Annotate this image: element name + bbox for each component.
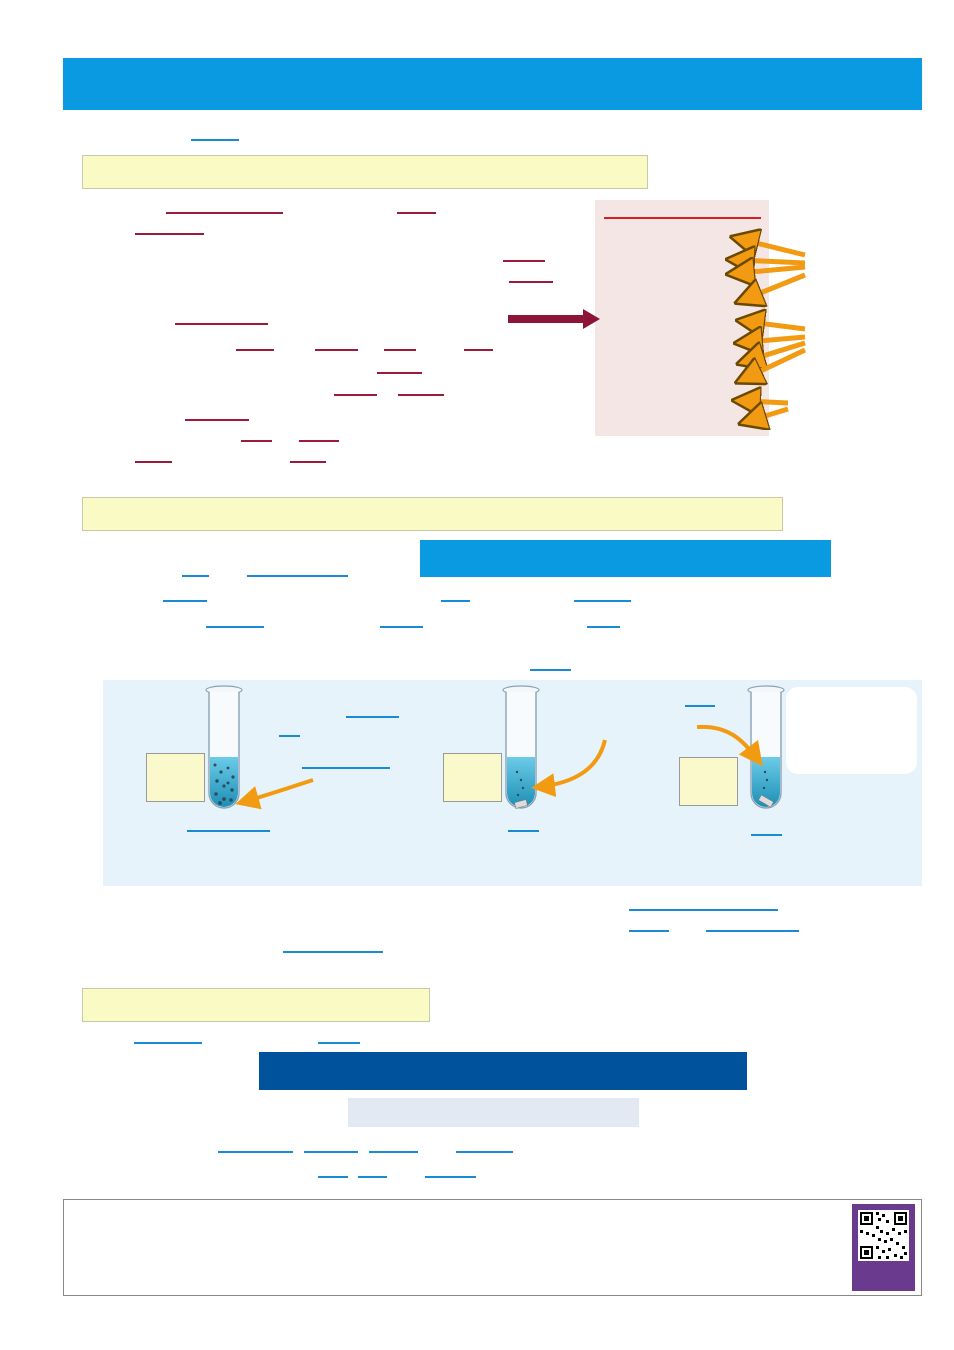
qr-code-icon <box>858 1210 909 1261</box>
orange-arrow-icon <box>740 240 806 298</box>
test-tube-icon <box>696 685 785 809</box>
keyword-link[interactable] <box>425 1176 476 1178</box>
keyword-link[interactable] <box>369 1151 418 1153</box>
keyword-link[interactable] <box>397 212 436 214</box>
label-box <box>679 757 738 806</box>
keyword-link[interactable] <box>166 212 283 214</box>
keyword-link[interactable] <box>318 1176 348 1178</box>
keyword-link[interactable] <box>377 372 422 374</box>
keyword-link[interactable] <box>185 419 249 421</box>
qr-code-badge[interactable] <box>852 1204 915 1291</box>
keyword-link[interactable] <box>398 394 444 396</box>
keyword-link[interactable] <box>334 394 377 396</box>
keyword-link[interactable] <box>706 930 799 932</box>
keyword-link[interactable] <box>530 669 571 671</box>
keyword-link[interactable] <box>574 600 631 602</box>
keyword-link[interactable] <box>441 600 470 602</box>
keyword-link[interactable] <box>247 575 348 577</box>
keyword-link[interactable] <box>751 834 782 836</box>
keyword-link[interactable] <box>236 349 274 351</box>
keyword-link[interactable] <box>315 349 358 351</box>
keyword-link[interactable] <box>163 600 207 602</box>
keyword-link[interactable] <box>134 1042 202 1044</box>
keyword-link[interactable] <box>290 461 326 463</box>
figure-arrows <box>508 225 807 430</box>
orange-arrow-icon <box>748 322 807 377</box>
test-tube-icon <box>502 685 607 809</box>
section-2-banner <box>420 540 831 577</box>
keyword-link[interactable] <box>346 716 399 718</box>
keyword-link[interactable] <box>187 830 270 832</box>
keyword-link[interactable] <box>503 260 545 262</box>
keyword-link[interactable] <box>380 626 423 628</box>
keyword-link[interactable] <box>508 830 539 832</box>
orange-arrow-icon <box>746 401 789 420</box>
keyword-link[interactable] <box>358 1176 387 1178</box>
keyword-link[interactable] <box>318 1042 360 1044</box>
keyword-link[interactable] <box>456 1151 513 1153</box>
equation-subbar <box>348 1098 639 1127</box>
maroon-arrow-icon <box>508 309 600 329</box>
keyword-link[interactable] <box>384 349 416 351</box>
keyword-link[interactable] <box>175 323 268 325</box>
header-banner <box>63 58 922 110</box>
keyword-link[interactable] <box>629 909 778 911</box>
keyword-link[interactable] <box>464 349 493 351</box>
keyword-link[interactable] <box>218 1151 293 1153</box>
keyword-link[interactable] <box>135 233 204 235</box>
keyword-link[interactable] <box>182 575 209 577</box>
keyword-link[interactable] <box>279 735 300 737</box>
keyword-link[interactable] <box>302 767 390 769</box>
keyword-link[interactable] <box>304 1151 358 1153</box>
footer-box <box>63 1199 922 1296</box>
side-note <box>786 687 917 774</box>
label-box <box>146 753 205 802</box>
equation-banner <box>259 1052 747 1090</box>
keyword-link[interactable] <box>509 281 553 283</box>
keyword-link[interactable] <box>283 951 383 953</box>
keyword-link[interactable] <box>587 626 620 628</box>
keyword-link[interactable] <box>299 440 339 442</box>
section-2-heading <box>82 497 783 531</box>
section-3-heading <box>82 988 430 1022</box>
test-tube-icon <box>205 685 314 810</box>
keyword-link[interactable] <box>135 461 172 463</box>
keyword-link[interactable] <box>241 440 272 442</box>
section-1-heading <box>82 155 648 189</box>
label-box <box>443 753 502 802</box>
intro-link[interactable] <box>191 139 239 141</box>
keyword-link[interactable] <box>206 626 264 628</box>
keyword-link[interactable] <box>685 705 715 707</box>
keyword-link[interactable] <box>629 930 669 932</box>
panel-title-underline <box>604 217 761 219</box>
test-tubes-illustration <box>205 685 785 810</box>
